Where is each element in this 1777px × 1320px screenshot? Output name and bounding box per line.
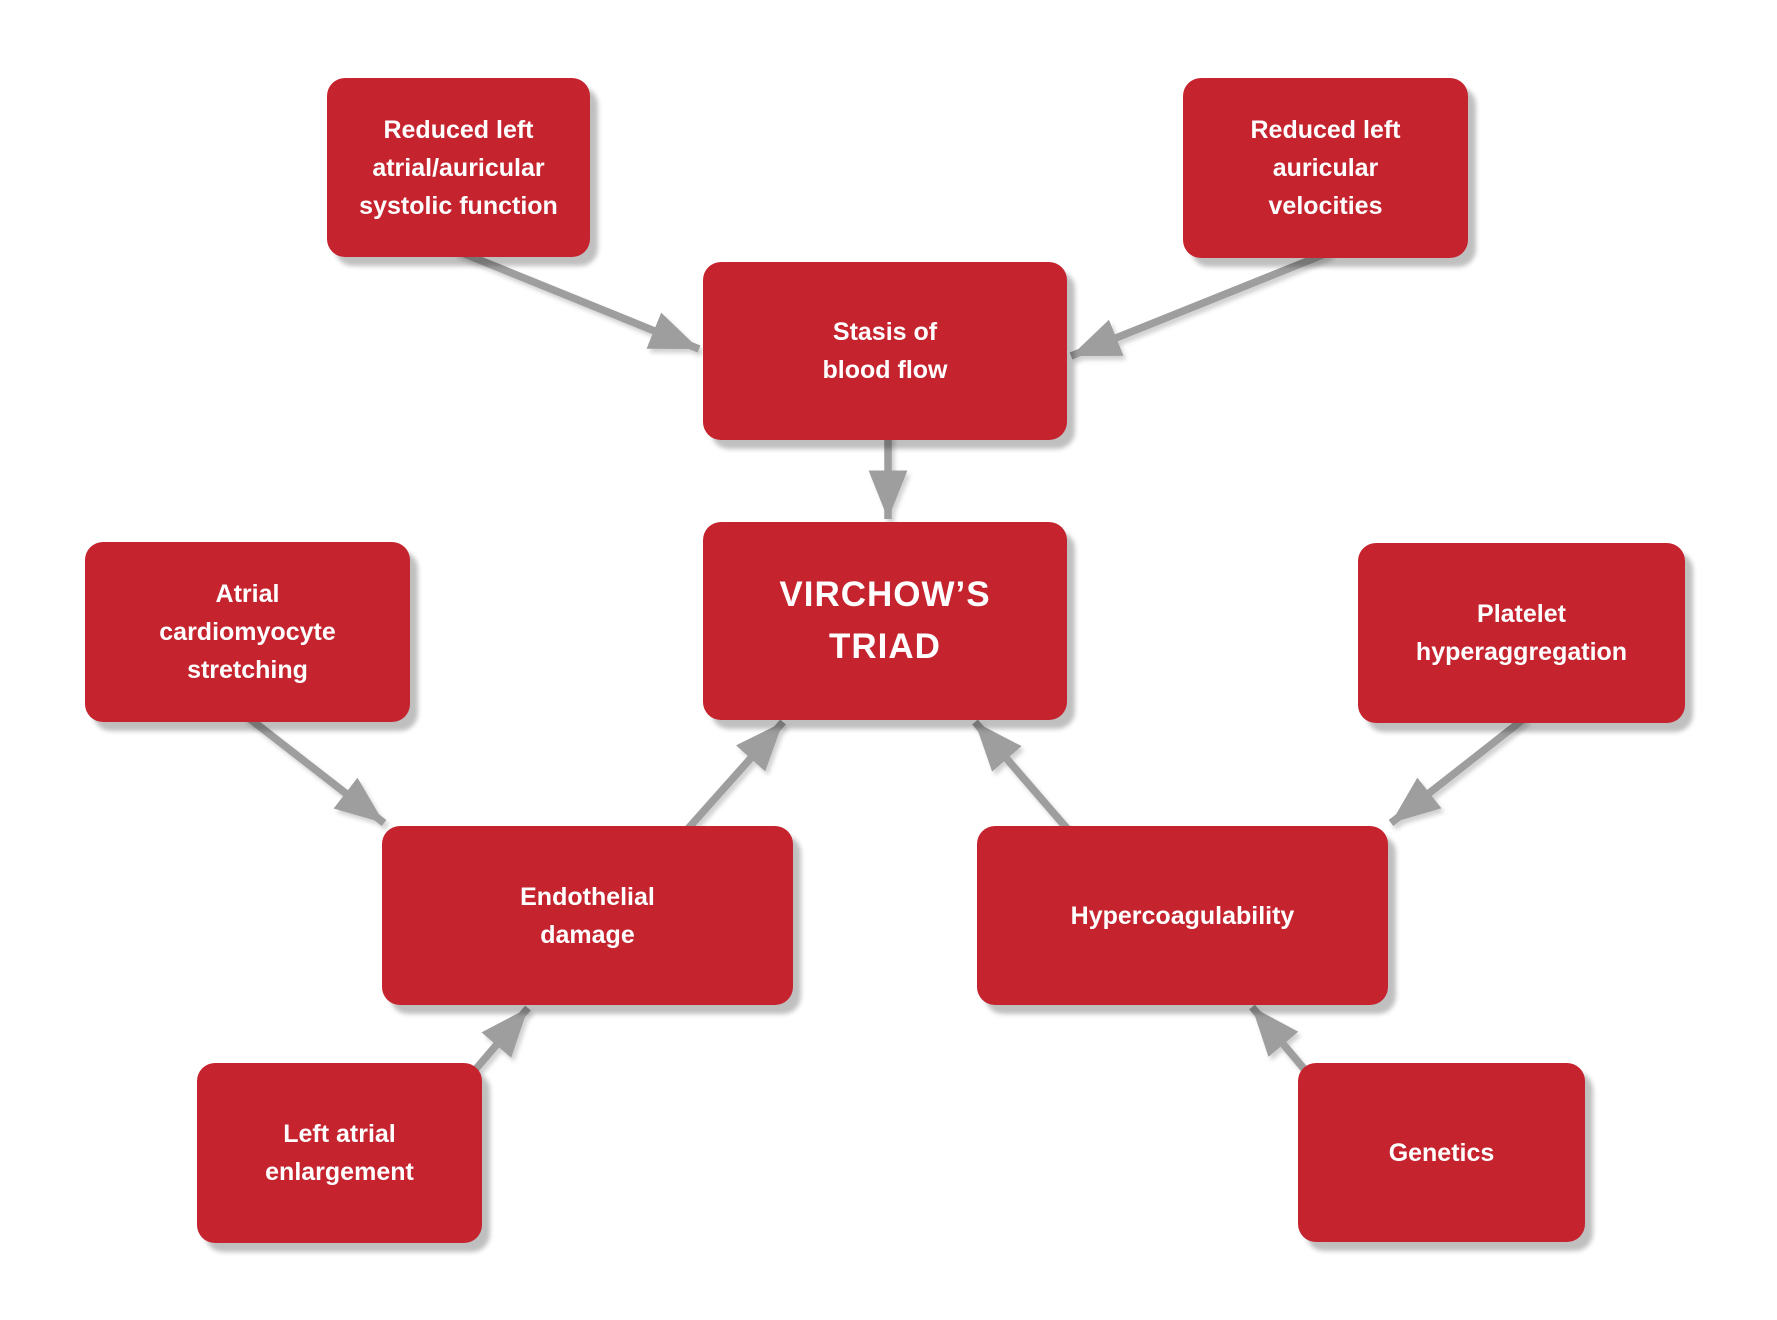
node-label: Left atrial enlargement: [265, 1120, 414, 1186]
node-reduced-left-auricular-velocities: Reduced left auricular velocities: [1183, 78, 1468, 258]
node-hypercoagulability: Hypercoagulability: [977, 826, 1388, 1005]
node-genetics: Genetics: [1298, 1063, 1585, 1242]
node-label: Hypercoagulability: [1070, 901, 1295, 930]
arrow-reduced-systolic-to-stasis: [453, 246, 701, 353]
node-platelet-hyperaggregation: Platelet hyperaggregation: [1358, 543, 1685, 723]
arrow-endothelial-to-triad: [682, 719, 786, 835]
node-label: VIRCHOW’S TRIAD: [779, 575, 991, 666]
node-label: Platelet hyperaggregation: [1415, 600, 1628, 666]
arrow-lae-to-endothelial: [472, 1005, 531, 1073]
node-stasis-of-blood-flow: Stasis of blood flow: [703, 262, 1067, 440]
node-virchows-triad: VIRCHOW’S TRIAD: [703, 522, 1067, 720]
node-reduced-left-atrial-systolic-function: Reduced left atrial/auricular systolic f…: [327, 78, 590, 257]
node-label: Reduced left auricular velocities: [1250, 116, 1401, 220]
node-label: Genetics: [1388, 1138, 1495, 1167]
arrow-hypercoagulability-to-triad: [972, 719, 1073, 835]
node-label: Atrial cardiomyocyte stretching: [159, 580, 336, 684]
node-atrial-cardiomyocyte-stretching: Atrial cardiomyocyte stretching: [85, 542, 410, 722]
node-endothelial-damage: Endothelial damage: [382, 826, 793, 1005]
node-left-atrial-enlargement: Left atrial enlargement: [197, 1063, 482, 1243]
node-label: Endothelial damage: [520, 882, 655, 949]
arrow-platelet-to-hypercoagulability: [1388, 715, 1528, 826]
node-label: Reduced left atrial/auricular systolic f…: [359, 115, 558, 220]
arrow-genetics-to-hypercoagulability: [1249, 1004, 1308, 1073]
node-label: Stasis of blood flow: [822, 318, 948, 384]
arrow-reduced-auricular-to-stasis: [1069, 248, 1332, 360]
arrow-atrial-stretch-to-endothelial: [242, 712, 387, 826]
